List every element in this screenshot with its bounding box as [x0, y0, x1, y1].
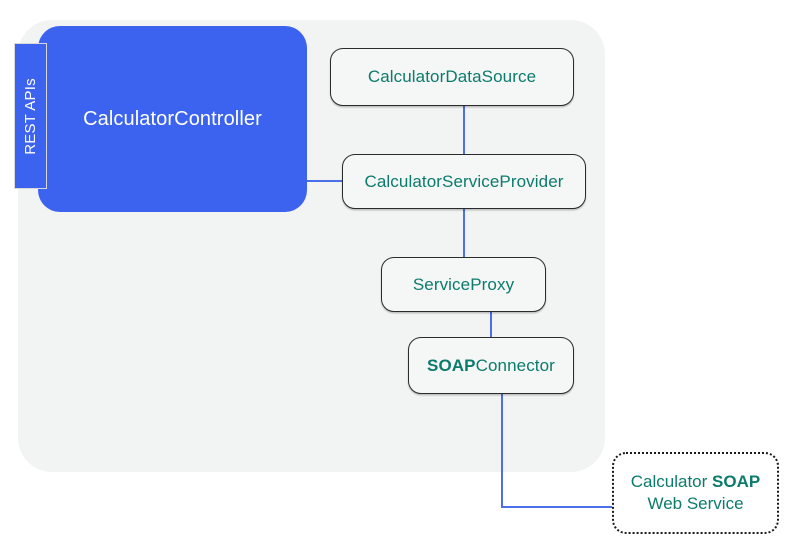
connector-serviceprovider-to-serviceproxy	[463, 208, 465, 258]
soap-connector-label: SOAPConnector	[427, 356, 555, 376]
calculator-soap-web-service-line2: Web Service	[647, 494, 744, 513]
soap-connector-node[interactable]: SOAPConnector	[408, 337, 574, 394]
calculator-service-provider-node[interactable]: CalculatorServiceProvider	[342, 154, 586, 209]
calculator-controller-node[interactable]: CalculatorController	[38, 26, 307, 212]
connector-soapconnector-to-external-horizontal	[501, 506, 614, 508]
service-proxy-label: ServiceProxy	[412, 274, 515, 294]
calculator-soap-web-service-node[interactable]: Calculator SOAP Web Service	[612, 452, 779, 534]
service-proxy-node[interactable]: ServiceProxy	[381, 257, 546, 312]
calculator-soap-web-service-line1-plain: Calculator	[630, 471, 713, 491]
connector-datasource-to-serviceprovider	[463, 105, 465, 155]
calculator-controller-label: CalculatorController	[83, 107, 262, 130]
calculator-data-source-label: CalculatorDataSource	[367, 67, 537, 86]
soap-connector-label-bold: SOAP	[427, 355, 476, 375]
calculator-data-source-node[interactable]: CalculatorDataSource	[330, 48, 574, 106]
calculator-soap-web-service-line1: Calculator SOAP	[631, 471, 760, 493]
calculator-service-provider-label: CalculatorServiceProvider	[364, 171, 564, 191]
calculator-soap-web-service-line1-bold: SOAP	[712, 471, 761, 491]
connector-serviceproxy-to-soapconnector	[490, 311, 492, 338]
rest-apis-entrypoint[interactable]: REST APIs	[14, 43, 47, 189]
connector-controller-to-serviceprovider	[307, 180, 343, 182]
soap-connector-label-rest: Connector	[475, 355, 555, 375]
connector-soapconnector-to-external-vertical	[501, 393, 503, 508]
rest-apis-label: REST APIs	[22, 77, 39, 155]
